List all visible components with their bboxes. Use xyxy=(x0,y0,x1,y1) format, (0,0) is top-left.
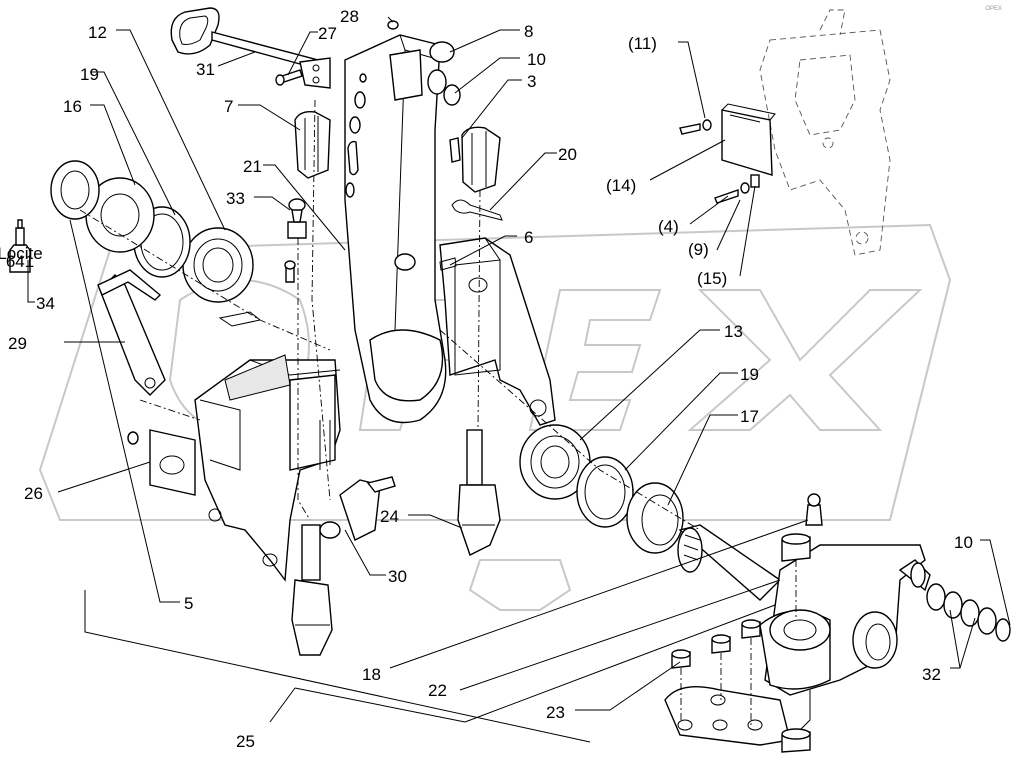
label-4: (4) xyxy=(658,217,679,236)
bearing-12 xyxy=(182,227,254,303)
shaft-8 xyxy=(389,49,447,101)
watermark-text: OPEX xyxy=(985,6,1002,12)
plate-26 xyxy=(149,429,196,496)
label-28: 28 xyxy=(340,7,359,26)
label-22: 22 xyxy=(428,681,447,700)
label-13: 13 xyxy=(724,322,743,341)
label-21: 21 xyxy=(243,157,262,176)
label-18: 18 xyxy=(362,665,381,684)
grip-3 xyxy=(449,126,501,193)
spring-29 xyxy=(97,269,162,301)
label-25: 25 xyxy=(236,732,255,751)
nut-28 xyxy=(387,20,399,30)
label-11: (11) xyxy=(628,34,657,53)
grease-nipple-33 xyxy=(287,198,307,239)
ring-flange xyxy=(369,329,444,402)
bottle-text-line1: Locite xyxy=(0,244,43,263)
label-32: 32 xyxy=(922,665,941,684)
spindle-housing xyxy=(664,544,931,746)
label-12: 12 xyxy=(88,23,107,42)
seal-rings-32 xyxy=(926,583,1011,642)
label-31: 31 xyxy=(196,60,215,79)
label-15: (15) xyxy=(697,269,727,288)
main-arm xyxy=(344,34,447,424)
plate-emblem xyxy=(159,455,185,475)
stub-axle xyxy=(677,524,782,601)
grease-nipple-top xyxy=(805,493,823,526)
cover-plate xyxy=(721,103,776,176)
threadlock-bottle: Locite 641 xyxy=(0,219,43,273)
grip-7 xyxy=(294,110,331,179)
spring-pin-20 xyxy=(451,199,503,221)
label-27: 27 xyxy=(318,24,337,43)
label-7: 7 xyxy=(224,97,233,116)
label-10-bottom: 10 xyxy=(954,533,973,552)
label-17: 17 xyxy=(740,407,759,426)
label-14: (14) xyxy=(606,176,636,195)
lock-nut-5 xyxy=(50,160,100,220)
label-19-top: 19 xyxy=(80,65,99,84)
label-29: 29 xyxy=(8,334,27,353)
label-16: 16 xyxy=(63,97,82,116)
circlip-10 xyxy=(443,84,461,106)
assembly-center-lines xyxy=(79,99,797,725)
left-bracket xyxy=(194,354,341,582)
ghost-frame-outline xyxy=(759,9,891,256)
label-9: (9) xyxy=(688,240,709,259)
label-19-bottom: 19 xyxy=(740,365,759,384)
wrench-29 xyxy=(99,274,166,396)
bolt-mid xyxy=(284,260,296,283)
label-24: 24 xyxy=(380,507,399,526)
bolt-small-top xyxy=(679,119,712,135)
bottle-text-line2: 641 xyxy=(6,252,34,271)
washer-8 xyxy=(429,41,455,63)
label-34: 34 xyxy=(36,294,55,313)
spanner-30 xyxy=(339,476,396,541)
cotter-pin-left xyxy=(218,311,262,327)
pin-6 xyxy=(439,257,457,271)
label-26: 26 xyxy=(24,484,43,503)
ring-17 xyxy=(626,482,684,554)
wrench-hole xyxy=(144,377,156,389)
label-5: 5 xyxy=(184,594,193,613)
bushings-23 xyxy=(671,533,811,753)
seal-19-bottom xyxy=(576,456,634,528)
label-20: 20 xyxy=(558,145,577,164)
handle-lever xyxy=(170,7,331,89)
label-33: 33 xyxy=(226,189,245,208)
rivet xyxy=(127,431,139,445)
part-labels: 28 8 12 27 10 19 3 31 16 7 20 21 33 6 34… xyxy=(8,7,973,751)
stud-bottom xyxy=(291,521,341,656)
label-8: 8 xyxy=(524,22,533,41)
leader-lines xyxy=(27,16,1011,743)
label-23: 23 xyxy=(546,703,565,722)
label-10-top: 10 xyxy=(527,50,546,69)
label-3: 3 xyxy=(527,72,536,91)
label-6: 6 xyxy=(524,228,533,247)
bolt-27 xyxy=(275,69,303,86)
right-bracket xyxy=(439,237,556,426)
label-30: 30 xyxy=(388,567,407,586)
stud-24 xyxy=(457,429,501,556)
